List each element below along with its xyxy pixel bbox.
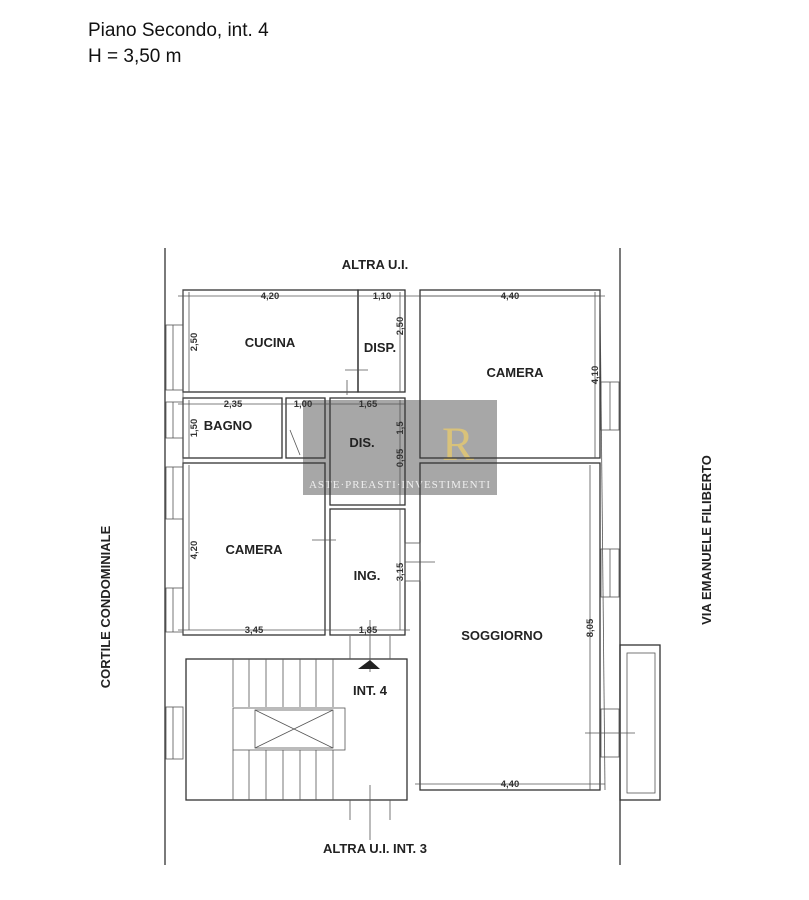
label-top-neighbor: ALTRA U.I. (342, 257, 408, 272)
dim-cucina-width: 4,20 (261, 291, 280, 302)
label-courtyard: CORTILE CONDOMINIALE (98, 525, 113, 688)
dim-cucina-height: 2,50 (189, 333, 200, 352)
watermark-logo: R (442, 418, 474, 471)
dim-dis-height-2: 0,95 (395, 448, 406, 467)
room-label-cucina: CUCINA (245, 335, 296, 350)
balcony (619, 644, 661, 801)
dim-bagno-height: 1,50 (189, 419, 200, 438)
room-label-dis: DIS. (349, 435, 374, 450)
windows (165, 324, 635, 760)
watermark-text: ASTE·PREASTI·INVESTIMENTI (309, 479, 491, 491)
label-street: VIA EMANUELE FILIBERTO (699, 455, 714, 625)
room-dis (329, 397, 406, 506)
room-label-bagno: BAGNO (204, 418, 252, 433)
room-camera-1 (419, 289, 601, 459)
dim-camera2-width: 3,45 (245, 625, 264, 636)
dim-dis-width: 1,65 (359, 399, 378, 410)
ceiling-height: H = 3,50 m (88, 46, 182, 67)
dim-ante-width: 1,00 (294, 399, 313, 410)
room-label-camera-1: CAMERA (486, 365, 544, 380)
room-label-ing: ING. (354, 568, 381, 583)
stairwell (185, 620, 408, 840)
entrance-arrow-icon (358, 660, 380, 669)
dim-ing-height: 3,15 (395, 562, 406, 581)
plan-title: Piano Secondo, int. 4 (88, 20, 269, 41)
label-bottom-neighbor: ALTRA U.I. INT. 3 (323, 841, 427, 856)
dim-bagno-width: 2,35 (224, 399, 243, 410)
entrance-label: INT. 4 (353, 683, 388, 698)
dim-soggiorno-height: 8,05 (585, 618, 596, 637)
room-label-soggiorno: SOGGIORNO (461, 628, 543, 643)
room-label-disp: DISP. (364, 340, 396, 355)
dim-disp-height: 2,50 (395, 317, 406, 336)
dim-disp-width: 1,10 (373, 291, 392, 302)
dim-ing-width: 1,85 (359, 625, 378, 636)
dim-dis-height: 1,5 (395, 421, 406, 435)
dim-soggiorno-width: 4,40 (501, 779, 520, 790)
dim-camera2-height: 4,20 (189, 541, 200, 560)
dim-camera1-height: 4,10 (590, 366, 601, 385)
room-antebagno (285, 397, 326, 459)
room-disp (357, 289, 406, 393)
dim-camera1-width: 4,40 (501, 291, 520, 302)
room-soggiorno (419, 462, 601, 791)
room-label-camera-2: CAMERA (225, 542, 283, 557)
